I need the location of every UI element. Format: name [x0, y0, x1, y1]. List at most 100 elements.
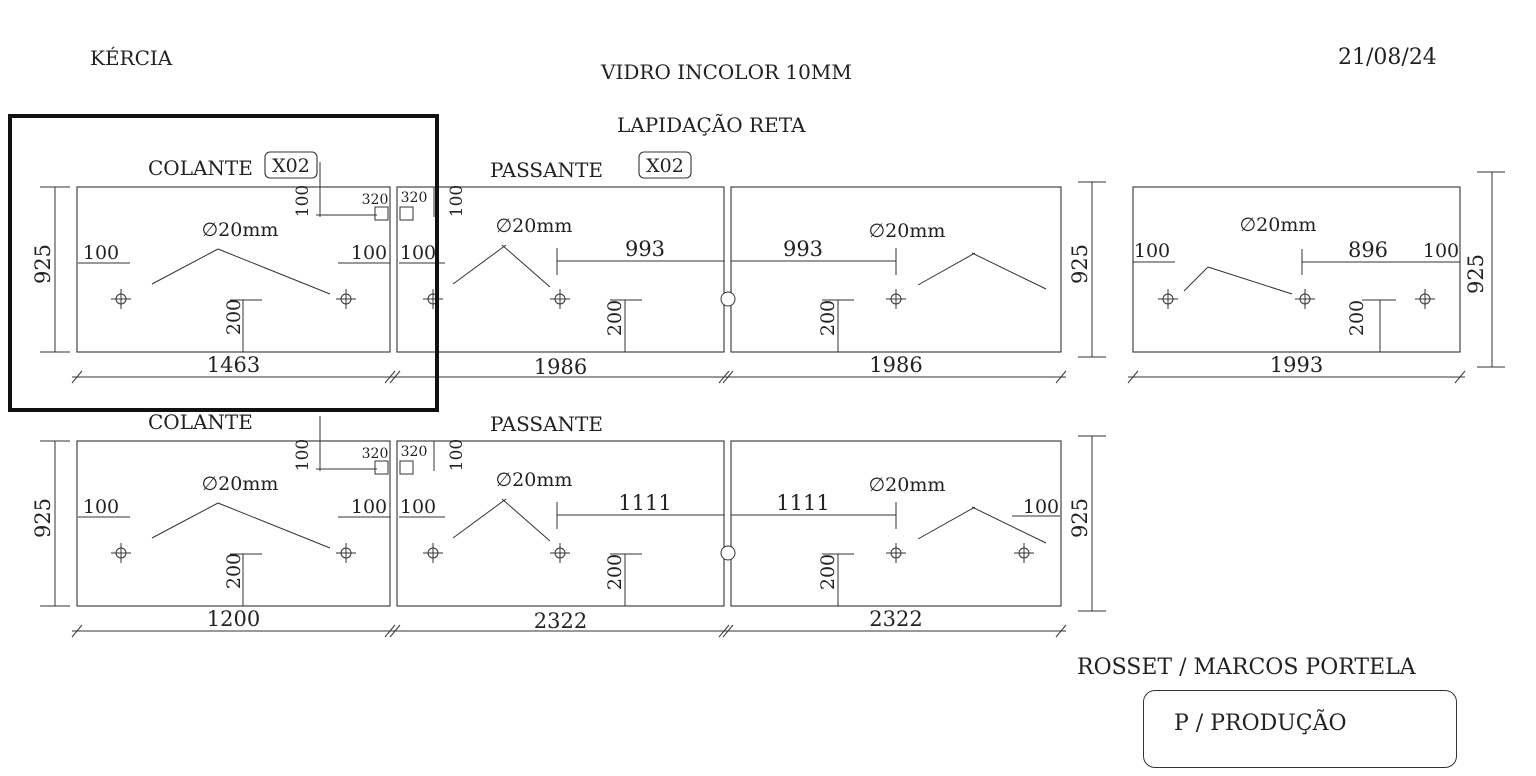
glass-panel-colante [76, 440, 391, 607]
dim-tick [1055, 370, 1067, 384]
hole-diameter-label: ∅20mm [1240, 214, 1317, 236]
edge-label: 100 [1023, 496, 1059, 518]
production-stamp: P / PRODUÇÃO [1143, 690, 1457, 768]
hole-diameter-label: ∅20mm [202, 219, 279, 241]
leader-line [217, 502, 331, 549]
glass-panel-passante-left [396, 186, 725, 353]
height-label: 925 [1068, 244, 1092, 284]
dim-tick [384, 624, 396, 638]
center-label: 1111 [776, 491, 829, 515]
leader-line [917, 252, 976, 286]
edge-label: 100 [83, 496, 119, 518]
production-stamp-text: P / PRODUÇÃO [1174, 711, 1347, 736]
edge-label: 100 [351, 242, 387, 264]
dim-tick [722, 370, 734, 384]
hole-diameter-label: ∅20mm [202, 473, 279, 495]
leader-line [971, 252, 1047, 290]
edge-label: 100 [83, 242, 119, 264]
hole-diameter-label: ∅20mm [496, 215, 573, 237]
dim-tick [1454, 370, 1466, 384]
dim-tick [389, 624, 401, 638]
edge-label: 100 [1423, 240, 1459, 262]
selection-frame [8, 114, 439, 412]
vert-label: 200 [817, 300, 839, 336]
label-passante: PASSANTE [490, 158, 603, 182]
notch-box [374, 460, 389, 475]
quantity-badge-text: X02 [272, 155, 310, 177]
label-passante: PASSANTE [490, 412, 603, 436]
finish-title: LAPIDAÇÃO RETA [617, 113, 806, 137]
width-label: 1993 [1270, 353, 1323, 377]
height-label: 925 [31, 498, 55, 538]
center-label: 993 [625, 237, 665, 261]
vert-label: 200 [817, 554, 839, 590]
dim-tick [1055, 624, 1067, 638]
width-label: 1986 [869, 353, 922, 377]
notch-edge-label: 100 [447, 185, 467, 217]
client-name: KÉRCIA [90, 46, 173, 70]
center-label: 993 [783, 237, 823, 261]
vert-label: 200 [604, 300, 626, 336]
notch-label: 320 [362, 192, 389, 208]
dim-tick [1127, 370, 1139, 384]
responsible: ROSSET / MARCOS PORTELA [1077, 655, 1416, 680]
leader-line [971, 506, 1047, 544]
dim-tick [71, 624, 83, 638]
hole-diameter-label: ∅20mm [869, 220, 946, 242]
edge-label: 100 [400, 496, 436, 518]
glass-panel-colante [76, 186, 391, 353]
notch-edge-label: 100 [293, 439, 313, 471]
leader-line [1207, 266, 1293, 295]
leader-line [917, 506, 976, 540]
width-label: 1463 [207, 353, 260, 377]
center-label: 1111 [618, 491, 671, 515]
glass-panel-extra [1132, 186, 1461, 353]
material-title: VIDRO INCOLOR 10MM [601, 60, 852, 84]
height-label: 925 [31, 244, 55, 284]
leader-line [501, 244, 551, 288]
notch-box [399, 460, 414, 475]
notch-box [399, 206, 414, 221]
notch-label: 320 [401, 190, 428, 206]
edge-label: 100 [351, 496, 387, 518]
quantity-badge [638, 151, 692, 179]
edge-label: 100 [400, 242, 436, 264]
quantity-badge-text: X02 [646, 155, 684, 177]
edge-label: 100 [1134, 240, 1170, 262]
date: 21/08/24 [1338, 45, 1437, 70]
glass-panel-passante-left [396, 440, 725, 607]
notch-box [374, 206, 389, 221]
leader-line [501, 498, 551, 542]
width-label: 1200 [207, 607, 260, 631]
dim-tick [71, 370, 83, 384]
glass-panel-passante-right [730, 440, 1062, 607]
joint-mark [720, 291, 736, 307]
width-label: 2322 [869, 607, 922, 631]
dim-tick [718, 624, 730, 638]
notch-label: 320 [401, 444, 428, 460]
label-colante: COLANTE [148, 156, 253, 180]
joint-mark [720, 545, 736, 561]
dim-tick [389, 370, 401, 384]
height-label: 925 [1068, 498, 1092, 538]
notch-edge-label: 100 [447, 439, 467, 471]
quantity-badge [264, 151, 318, 179]
dim-tick [384, 370, 396, 384]
vert-label: 200 [604, 554, 626, 590]
center-label: 896 [1348, 238, 1388, 262]
label-colante: COLANTE [148, 410, 253, 434]
vert-label: 200 [223, 553, 245, 589]
leader-line [452, 244, 507, 285]
leader-line [151, 248, 219, 285]
glass-panel-passante-right [730, 186, 1062, 353]
dim-tick [718, 370, 730, 384]
notch-label: 320 [362, 446, 389, 462]
height-label: 925 [1464, 254, 1488, 294]
leader-line [151, 502, 219, 539]
hole-diameter-label: ∅20mm [496, 469, 573, 491]
width-label: 1986 [534, 355, 587, 379]
notch-edge-label: 100 [293, 185, 313, 217]
vert-label: 200 [1346, 300, 1368, 336]
vert-label: 200 [223, 299, 245, 335]
